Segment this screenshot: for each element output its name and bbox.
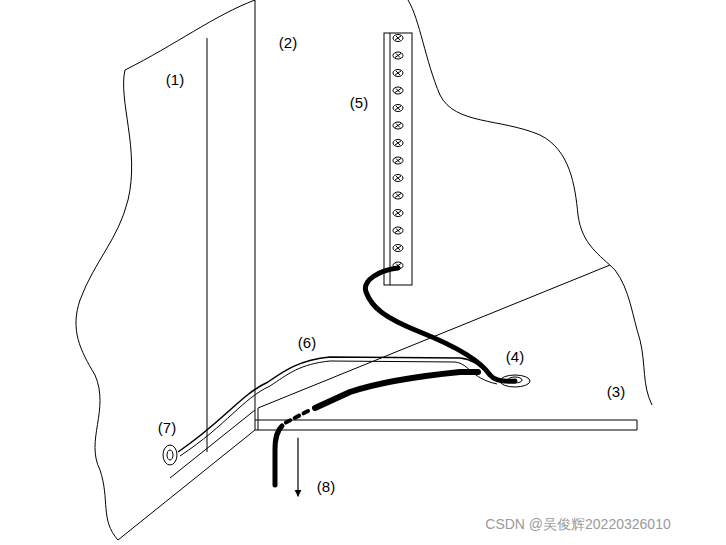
bar-screw — [395, 264, 401, 268]
bar-screw — [393, 262, 403, 269]
bar-screw — [395, 176, 401, 180]
thin-cable — [180, 361, 497, 456]
callout-number: (5) — [349, 95, 369, 112]
bar-screw — [395, 141, 401, 145]
bar-screw — [393, 157, 403, 164]
ground-cable — [315, 372, 478, 408]
thin-cable — [178, 357, 500, 452]
floor-edge — [255, 430, 637, 431]
ground-cable — [285, 411, 308, 423]
bar-screw — [393, 35, 403, 42]
direction-arrow — [297, 438, 298, 496]
bar-screw — [393, 35, 403, 42]
bar-screw — [395, 54, 401, 58]
bar-screw — [393, 122, 403, 129]
bar-screw — [395, 71, 401, 75]
bar-screw — [393, 192, 403, 199]
callout-number: (7) — [157, 420, 177, 437]
bar-screw — [393, 52, 403, 59]
callout-number: (3) — [606, 384, 626, 401]
panel-edge — [207, 38, 208, 452]
bar-screw — [393, 70, 403, 77]
ground-bar — [390, 33, 391, 285]
bar-screw — [393, 245, 403, 252]
bar-screw — [393, 87, 403, 94]
bar-screw — [393, 140, 403, 147]
bar-screw — [393, 175, 403, 182]
bar-screw — [393, 140, 403, 147]
bar-screw — [393, 175, 403, 182]
bar-screw — [393, 210, 403, 217]
bar-screw — [393, 227, 403, 234]
bar-screw — [396, 36, 400, 40]
bar-screw — [393, 105, 403, 112]
bar-screw — [393, 245, 403, 252]
bar-screw — [396, 246, 400, 250]
floor-edge — [170, 410, 255, 478]
bar-screw — [393, 87, 403, 94]
bar-screw — [393, 262, 403, 269]
bar-screw — [395, 211, 401, 215]
ground-stud — [163, 445, 177, 465]
bar-screw — [396, 159, 400, 163]
cabinet-edge — [255, 0, 256, 430]
ground-cable — [275, 426, 282, 485]
floor-edge — [258, 265, 610, 408]
callout-number: (6) — [297, 335, 317, 352]
bar-screw — [396, 141, 400, 145]
bar-screw — [396, 71, 400, 75]
callout-number: (4) — [505, 349, 525, 366]
bar-screw — [395, 229, 401, 233]
bar-screw — [393, 192, 403, 199]
bar-screw — [395, 159, 401, 163]
callout-number: (2) — [278, 35, 298, 52]
break-outline — [76, 0, 255, 540]
bar-screw — [396, 211, 400, 215]
ground-cable — [365, 268, 515, 381]
bar-screw — [393, 122, 403, 129]
bar-screw — [393, 70, 403, 77]
bar-screw — [393, 52, 403, 59]
bar-screw — [396, 264, 400, 268]
bar-screw — [395, 36, 401, 40]
bar-screw — [393, 227, 403, 234]
bar-screw — [393, 157, 403, 164]
bar-screw — [393, 210, 403, 217]
callout-number: (8) — [316, 479, 336, 496]
bar-screw — [393, 105, 403, 112]
bar-screw — [396, 54, 400, 58]
callout-number: (1) — [165, 72, 185, 89]
floor-edge — [258, 408, 259, 430]
watermark: CSDN @吴俊辉20220326010 — [484, 517, 671, 532]
ground-stud — [167, 450, 173, 460]
floor-edge — [255, 420, 637, 421]
bar-screw — [396, 89, 400, 93]
bar-screw — [395, 194, 401, 198]
bar-screw — [396, 229, 400, 233]
bar-screw — [395, 106, 401, 110]
floor-edge — [637, 420, 638, 430]
bar-screw — [396, 176, 400, 180]
bar-screw — [395, 89, 401, 93]
bar-screw — [395, 124, 401, 128]
bar-screw — [396, 194, 400, 198]
bar-screw — [395, 246, 401, 250]
bar-screw — [396, 106, 400, 110]
bar-screw — [396, 124, 400, 128]
ground-bar — [384, 33, 412, 285]
